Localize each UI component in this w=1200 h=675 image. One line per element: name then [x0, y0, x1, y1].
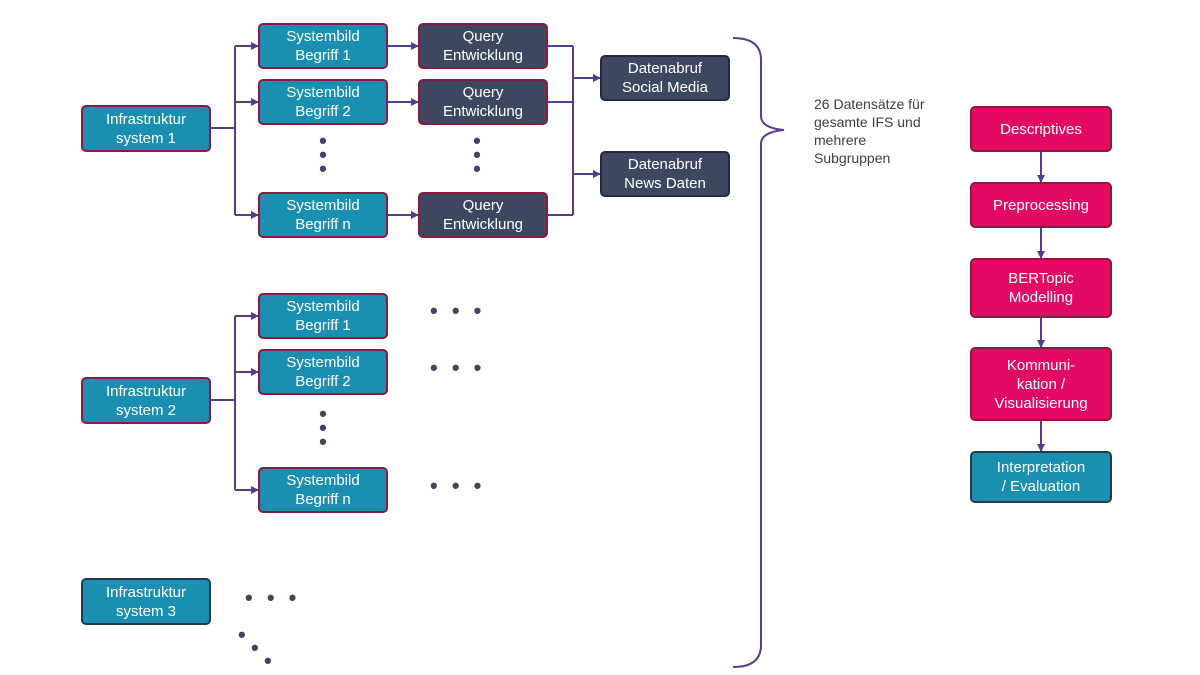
pipeline-step-descriptives: Descriptives: [970, 106, 1112, 152]
pipeline-step-interpretation-evaluation: Interpretation / Evaluation: [970, 451, 1112, 503]
group1-term-2: Systembild Begriff 2: [258, 79, 388, 125]
data-source-social-media: Datenabruf Social Media: [600, 55, 730, 101]
infrastructure-system-3: Infrastruktur system 3: [81, 578, 211, 625]
pipeline-step-bertopic-modelling: BERTopic Modelling: [970, 258, 1112, 318]
group2-term-1: Systembild Begriff 1: [258, 293, 388, 339]
diagonal-dot-2: •: [251, 635, 263, 660]
group2-terms-vertical-ellipsis: • • •: [319, 401, 327, 454]
group2-term-2: Systembild Begriff 2: [258, 349, 388, 395]
group1-term-n: Systembild Begriff n: [258, 192, 388, 238]
group2-term1-continuation-ellipsis: • • •: [430, 298, 486, 323]
connector-query-bus: [548, 45, 574, 216]
pipeline-step-kommunikation-visualisierung: Kommuni- kation / Visualisierung: [970, 347, 1112, 421]
infrastructure-system-1: Infrastruktur system 1: [81, 105, 211, 152]
group1-queries-vertical-ellipsis: • • •: [473, 128, 481, 181]
group1-terms-vertical-ellipsis: • • •: [319, 128, 327, 181]
connector-ifs1: [211, 46, 236, 215]
group2-termn-continuation-ellipsis: • • •: [430, 473, 486, 498]
curly-brace: [732, 37, 785, 668]
group2-term-n: Systembild Begriff n: [258, 467, 388, 513]
group3-continuation-ellipsis: • • •: [245, 585, 301, 610]
group1-query-2: Query Entwicklung: [418, 79, 548, 125]
infrastructure-system-2: Infrastruktur system 2: [81, 377, 211, 424]
group1-term-1: Systembild Begriff 1: [258, 23, 388, 69]
group1-query-1: Query Entwicklung: [418, 23, 548, 69]
data-source-news: Datenabruf News Daten: [600, 151, 730, 197]
pipeline-step-preprocessing: Preprocessing: [970, 182, 1112, 228]
group2-term2-continuation-ellipsis: • • •: [430, 355, 486, 380]
group1-query-n: Query Entwicklung: [418, 192, 548, 238]
datasets-note: 26 Datensätze für gesamte IFS und mehrer…: [814, 96, 925, 166]
diagonal-dot-1: •: [238, 622, 250, 647]
diagonal-dot-3: •: [264, 648, 276, 673]
connector-ifs2: [211, 316, 236, 490]
